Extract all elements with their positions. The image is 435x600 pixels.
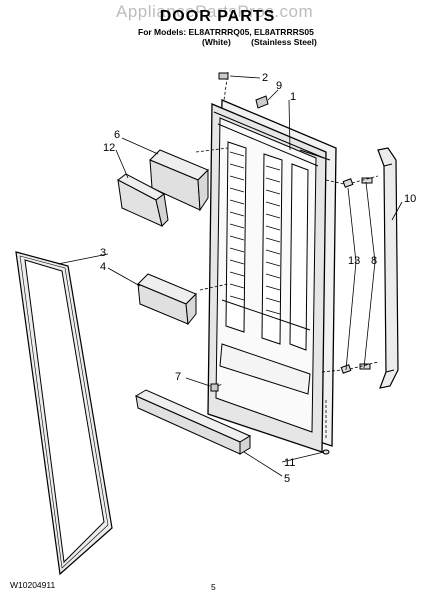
middle-door-bin	[137, 273, 197, 326]
page-title: DOOR PARTS	[159, 8, 276, 25]
callout-5: 5	[284, 473, 290, 485]
callout-3: 3	[100, 247, 106, 259]
callout-6: 6	[114, 129, 120, 141]
leader-lines	[57, 75, 403, 477]
callout-10: 10	[404, 193, 416, 205]
callout-8: 8	[371, 255, 377, 267]
callout-4: 4	[100, 261, 106, 273]
upper-door-bin	[149, 149, 209, 212]
watermark: AppliancePartsPros.com	[116, 2, 314, 21]
variant-white: (White)	[202, 37, 231, 47]
callout-labels: 2 9 1 6 12 3 4 7 11 5 10 8 13	[100, 72, 416, 485]
door-handle	[377, 147, 399, 389]
bottom-door-shelf	[134, 389, 252, 455]
door-liner-ribs	[229, 151, 281, 315]
door-gasket	[15, 251, 113, 576]
bin-cover	[117, 173, 169, 227]
callout-9: 9	[276, 80, 282, 92]
door-liner	[207, 99, 337, 453]
models-line: For Models: EL8ATRRRQ05, EL8ATRRRS05	[138, 27, 314, 37]
document-number: W10204911	[10, 580, 56, 590]
callout-1: 1	[290, 91, 296, 103]
callout-13: 13	[348, 255, 360, 267]
variant-stainless: (Stainless Steel)	[251, 37, 317, 47]
callout-11: 11	[284, 457, 295, 469]
handle-spacers	[340, 177, 373, 374]
model-variants: (White) (Stainless Steel)	[202, 37, 317, 47]
callout-12: 12	[103, 142, 115, 154]
small-hardware	[210, 72, 330, 455]
page-number: 5	[211, 582, 216, 592]
callout-2: 2	[262, 72, 268, 84]
callout-7: 7	[175, 371, 181, 383]
